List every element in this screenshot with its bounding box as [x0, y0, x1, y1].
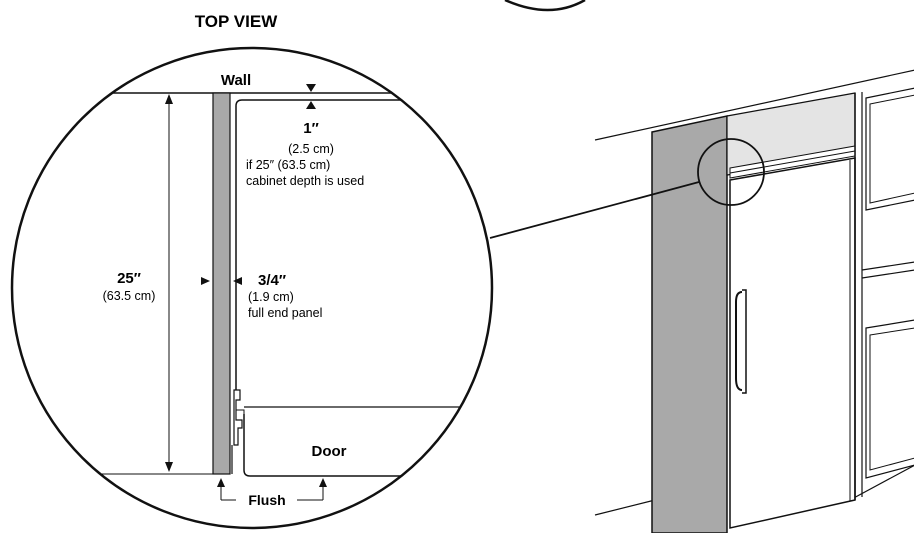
- top-gap-note-line2: cabinet depth is used: [246, 174, 364, 188]
- top-gap-note-line1: if 25″ (63.5 cm): [246, 158, 330, 172]
- upper-cabinet-drawer: [865, 87, 914, 211]
- panel-value: 3/4″: [258, 272, 286, 289]
- panel-section: [212, 92, 231, 475]
- refrigerator-outline: [235, 99, 492, 390]
- panel-note: full end panel: [248, 306, 322, 320]
- top-view-detail: [12, 84, 492, 501]
- callout-connector-line: [489, 181, 700, 239]
- panel-metric: (1.9 cm): [248, 290, 294, 304]
- depth-value: 25″: [117, 270, 141, 287]
- door-label: Door: [312, 443, 347, 460]
- detail-circle-outline: [10, 46, 494, 530]
- refrigerator-door: [729, 157, 856, 529]
- depth-metric: (63.5 cm): [103, 289, 156, 303]
- hinge: [233, 389, 243, 446]
- top-gap-metric: (2.5 cm): [288, 142, 334, 156]
- end-panel: [651, 115, 728, 533]
- panel-arrow-right: [201, 277, 210, 285]
- diagram-heading: TOP VIEW: [195, 12, 278, 31]
- partial-callout-arc: [504, 0, 586, 12]
- top-gap-arrow-down: [306, 84, 316, 92]
- door-handle: [735, 291, 743, 391]
- panel-arrow-left: [233, 277, 242, 285]
- cabinet-illustration: [594, 69, 914, 533]
- top-gap-value: 1″: [303, 120, 319, 137]
- wall-label: Wall: [221, 72, 251, 89]
- top-gap-arrow-up: [306, 101, 316, 109]
- lower-cabinet-drawer: [865, 319, 914, 479]
- detail-callout-circle: [697, 138, 765, 206]
- door-outline: [243, 414, 492, 477]
- flush-label: Flush: [248, 492, 285, 508]
